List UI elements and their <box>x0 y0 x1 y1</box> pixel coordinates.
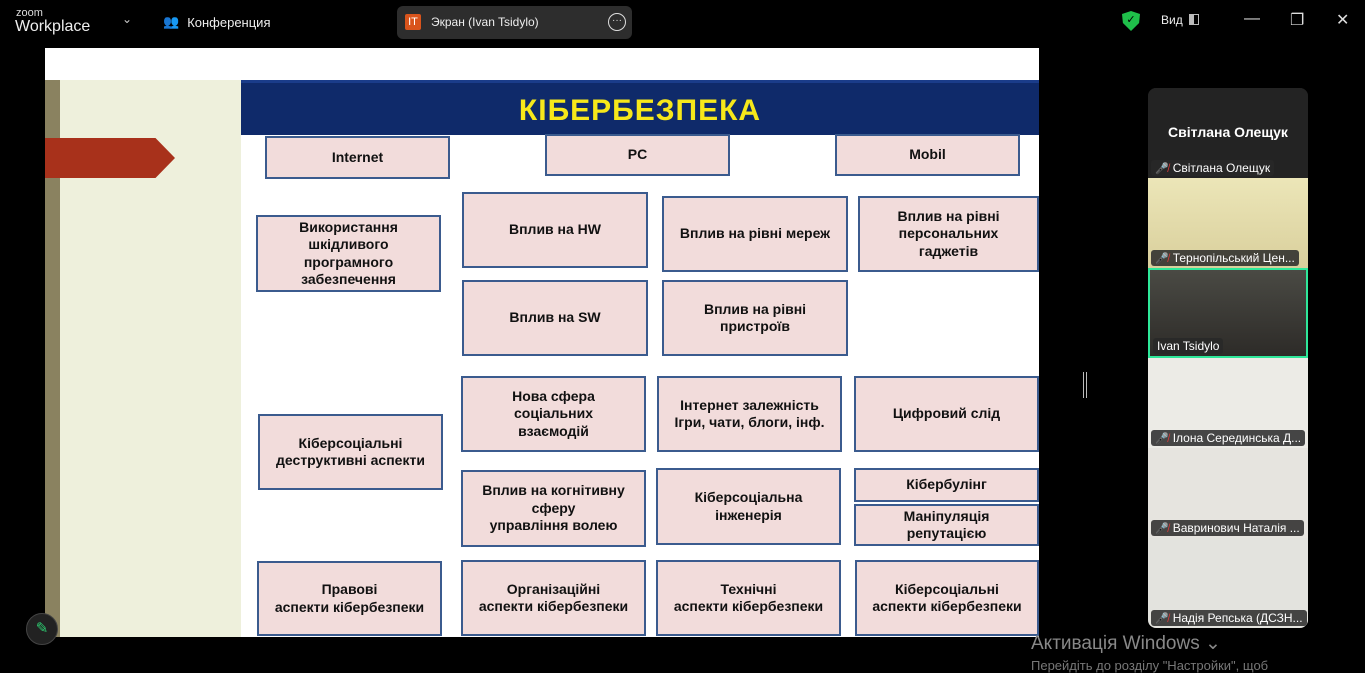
slide-box: Цифровий слід <box>854 376 1039 452</box>
chevron-down-icon[interactable]: ⌄ <box>122 12 133 26</box>
close-icon[interactable]: ✕ <box>1336 12 1350 29</box>
slide-box: Організаційні аспекти кібербезпеки <box>461 560 646 636</box>
security-shield-icon[interactable]: ✓ <box>1122 11 1140 31</box>
slide-box: Кібербулінг <box>854 468 1039 502</box>
mic-muted-icon: 🎤̸ <box>1155 162 1169 175</box>
resize-handle[interactable] <box>1083 372 1087 398</box>
more-icon[interactable]: ··· <box>608 13 626 31</box>
meeting-button[interactable]: 👥 Конференция <box>163 14 270 30</box>
participant-header-name: Світлана Олещук <box>1168 124 1288 140</box>
participant-tile[interactable]: 🎤̸Ілона Серединська Д... <box>1148 358 1308 448</box>
participant-name: Вавринович Наталія ... <box>1172 521 1300 535</box>
participant-tile[interactable]: 🎤̸Надія Репська (ДСЗН... <box>1148 538 1308 628</box>
mic-muted-icon: 🎤̸ <box>1155 432 1169 445</box>
participant-name: Надія Репська (ДСЗН... <box>1172 611 1303 625</box>
participant-tile[interactable]: Світлана Олещук 🎤̸Світлана Олещук <box>1148 88 1308 178</box>
slide-box: Кіберсоціальна інженерія <box>656 468 841 545</box>
slide-box: Правові аспекти кібербезпеки <box>257 561 442 636</box>
slide-title-band: КІБЕРБЕЗПЕКА <box>241 80 1039 135</box>
view-button[interactable]: Вид <box>1161 13 1183 27</box>
slide-box: Вплив на SW <box>462 280 648 356</box>
slide-box: Технічні аспекти кібербезпеки <box>656 560 841 636</box>
participant-gallery: Світлана Олещук 🎤̸Світлана Олещук 🎤̸Терн… <box>1148 88 1308 628</box>
slide-box: Інтернет залежність Ігри, чати, блоги, і… <box>657 376 842 452</box>
slide-title: КІБЕРБЕЗПЕКА <box>518 94 762 127</box>
participant-tile[interactable]: 🎤̸Тернопільський Цен... <box>1148 178 1308 268</box>
slide-box: Нова сфера соціальних взаємодій <box>461 376 646 452</box>
participant-name: Ілона Серединська Д... <box>1172 431 1302 445</box>
participant-name: Тернопільський Цен... <box>1172 251 1295 265</box>
slide-box: Вплив на рівні мереж <box>662 196 848 272</box>
mic-muted-icon: 🎤̸ <box>1155 252 1169 265</box>
slide-box: Вплив на HW <box>462 192 648 268</box>
slide-box: Кіберсоціальні аспекти кібербезпеки <box>855 560 1039 636</box>
sharer-avatar: IT <box>405 14 421 30</box>
slide-arrow-shape <box>45 138 175 178</box>
mic-muted-icon: 🎤̸ <box>1155 522 1169 535</box>
minimize-icon[interactable]: — <box>1244 10 1260 27</box>
slide-box: Маніпуляція репутацією <box>854 504 1039 546</box>
participant-tile[interactable]: 🎤̸Вавринович Наталія ... <box>1148 448 1308 538</box>
screen-share-tab[interactable]: IT Экран (Ivan Tsidylo) ··· <box>397 6 632 39</box>
participant-name: Ivan Tsidylo <box>1157 339 1220 353</box>
restore-icon[interactable]: ❐ <box>1290 12 1305 29</box>
participant-tile-active-speaker[interactable]: Ivan Tsidylo <box>1148 268 1308 358</box>
slide-box: Кіберсоціальні деструктивні аспекти <box>258 414 443 490</box>
slide-box: Internet <box>265 136 450 179</box>
mic-muted-icon: 🎤̸ <box>1155 612 1169 625</box>
zoom-logo-small: zoom <box>16 7 43 19</box>
participant-name: Світлана Олещук <box>1172 161 1271 175</box>
slide-box: Вплив на рівні персональних гаджетів <box>858 196 1039 272</box>
slide-box: Використання шкідливого програмного забе… <box>256 215 441 292</box>
view-layout-icon[interactable] <box>1189 14 1199 25</box>
slide-box: Вплив на рівні пристроїв <box>662 280 848 356</box>
participants-icon: 👥 <box>163 14 180 29</box>
windows-activation-subtitle: Перейдіть до розділу "Настройки", щоб <box>1031 658 1269 673</box>
share-label: Экран (Ivan Tsidylo) <box>431 15 539 29</box>
windows-activation-title: Активація Windows ⌄ <box>1031 633 1221 654</box>
slide-box: Mobil <box>835 134 1020 176</box>
slide-box: PC <box>545 134 730 176</box>
slide-decor-stripe <box>45 80 60 637</box>
meeting-label: Конференция <box>187 14 271 30</box>
annotate-pencil-icon[interactable]: ✎ <box>26 613 58 645</box>
slide-box: Вплив на когнітивну сферу управління вол… <box>461 470 646 547</box>
zoom-logo: Workplace <box>15 18 91 35</box>
